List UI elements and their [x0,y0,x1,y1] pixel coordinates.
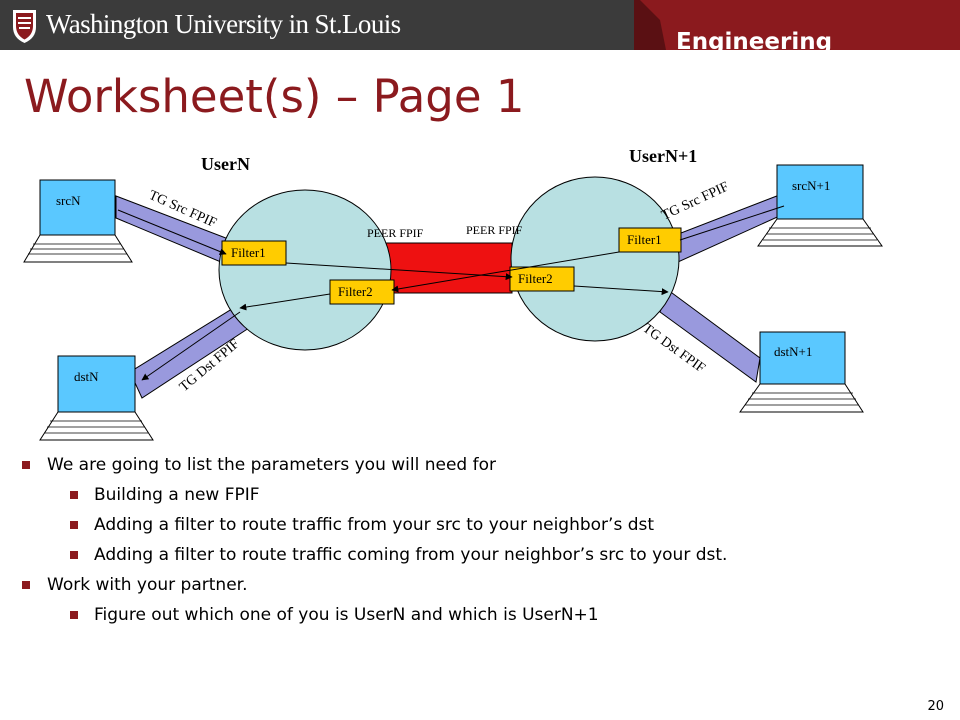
link-label-peer-left: PEER FPIF [367,226,424,240]
route-arrow [141,311,241,381]
page-title: Worksheet(s) – Page 1 [24,70,525,123]
university-name: Washington University in St.Louis [46,9,401,39]
shield-icon [13,10,36,43]
bullet-square-icon [70,611,78,619]
user-label-right: UserN+1 [629,146,697,166]
header-background [0,0,960,50]
bullet-text: Adding a filter to route traffic from yo… [94,515,655,535]
user-node-left [218,189,392,351]
filter-label-right-1: Filter1 [627,232,662,247]
filter-label-left-1: Filter1 [231,245,266,260]
route-arrow [391,251,620,293]
route-arrow [573,285,669,296]
filter-label-right-2: Filter2 [518,271,553,286]
bullet-text: Adding a filter to route traffic coming … [94,545,728,565]
link-label-peer-right: PEER FPIF [466,223,523,237]
filter-box-right-2 [509,266,575,292]
computer-icon: dstN [39,355,154,441]
header-bar: Washington University in St.Louis Engine… [0,0,960,55]
route-arrow [239,293,331,311]
list-item: Building a new FPIF [22,480,942,510]
user-label-left: UserN [201,154,250,174]
route-arrow [117,209,227,255]
page-number: 20 [927,699,944,714]
filter-label-left-2: Filter2 [338,284,373,299]
peer-link [385,242,513,294]
bullet-square-icon [70,521,78,529]
bullet-text: Figure out which one of you is UserN and… [94,605,599,625]
computer-label-src-right: srcN+1 [792,178,830,193]
bullet-text: Building a new FPIF [94,485,260,505]
link-label-tg-src-right: TG Src FPIF [659,179,731,223]
bullet-text: We are going to list the parameters you … [47,455,496,475]
filter-box-left-1 [221,240,287,266]
bullet-square-icon [22,461,30,469]
list-item: We are going to list the parameters you … [22,450,942,480]
list-item: Adding a filter to route traffic coming … [22,540,942,570]
route-arrow [285,262,513,281]
route-arrow [679,205,785,241]
list-item: Work with your partner. [22,570,942,600]
filter-box-right-1 [618,227,682,253]
network-diagram: srcN dstN srcN+1 dstN+1 Filter1 Filter2 … [23,146,883,441]
school-name: Engineering [676,29,833,55]
bullet-square-icon [70,491,78,499]
list-item: Adding a filter to route traffic from yo… [22,510,942,540]
bullet-square-icon [70,551,78,559]
computer-label-dst-left: dstN [74,369,99,384]
computer-label-src-left: srcN [56,193,81,208]
tg-dst-link-right [659,289,761,383]
bullet-square-icon [22,581,30,589]
bullet-list: We are going to list the parameters you … [22,450,942,630]
computer-icon: srcN [23,179,133,263]
computer-icon: dstN+1 [739,331,864,413]
bullet-text: Work with your partner. [47,575,248,595]
computer-icon: srcN+1 [757,164,883,247]
user-node-right [510,176,680,342]
list-item: Figure out which one of you is UserN and… [22,600,942,630]
computer-label-dst-right: dstN+1 [774,344,812,359]
